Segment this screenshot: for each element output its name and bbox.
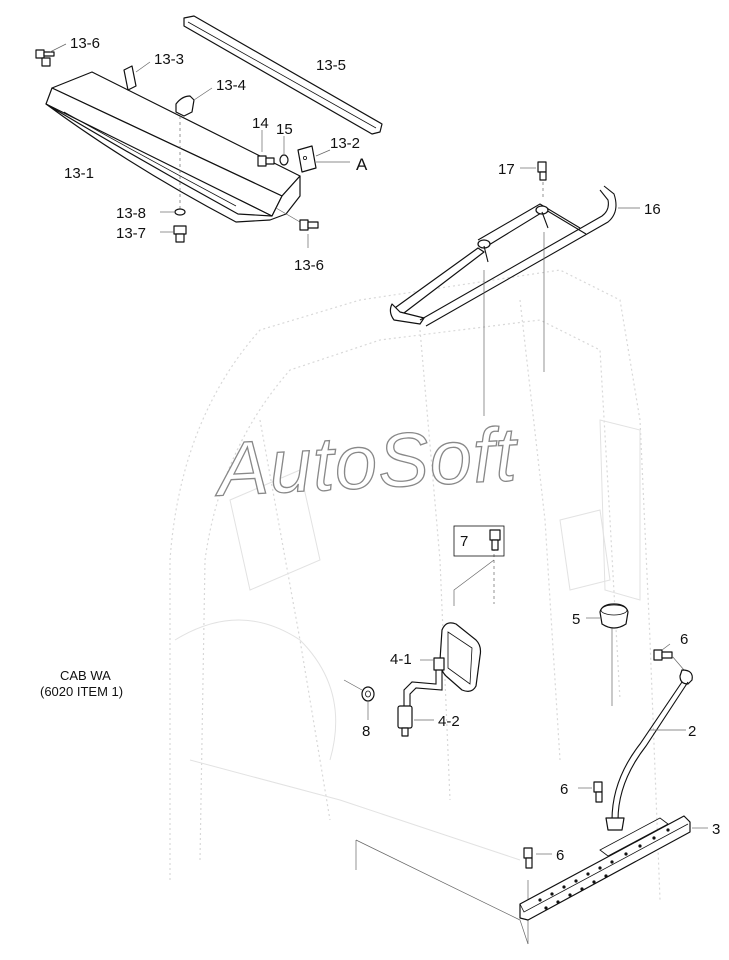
part-13-5-strip (183, 15, 383, 135)
part-4-2-arm (397, 670, 443, 737)
callout-17: 17 (498, 161, 515, 178)
part-13-1-housing (45, 71, 301, 223)
callout-4-1: 4-1 (390, 651, 412, 668)
part-2-stay (605, 669, 693, 831)
callout-labels: 13-6 13-3 13-5 13-4 14 15 13-2 A 13-1 13… (64, 35, 720, 864)
part-6-bolt-bottom (523, 847, 552, 869)
part-8-washer (343, 679, 375, 720)
callout-16: 16 (644, 201, 661, 218)
callout-7: 7 (460, 533, 468, 550)
callout-6-bottom: 6 (556, 847, 564, 864)
callout-13-6-top: 13-6 (70, 35, 100, 52)
part-13-8-washer (160, 208, 186, 216)
part-13-3-bracket (123, 61, 151, 91)
part-13-2-plate (297, 145, 350, 173)
note-line-2: (6020 ITEM 1) (40, 684, 123, 699)
callout-6-middle: 6 (560, 781, 568, 798)
part-6-bolt-upper (653, 643, 685, 671)
callout-6-upper: 6 (680, 631, 688, 648)
callout-4-2: 4-2 (438, 713, 460, 730)
part-16-handrail (389, 185, 640, 327)
cab-ghost-outline (169, 269, 661, 901)
assembly-lines (355, 232, 613, 945)
callout-3: 3 (712, 821, 720, 838)
callout-13-1: 13-1 (64, 165, 94, 182)
part-13-4-clip (175, 87, 213, 210)
callout-a: A (356, 155, 368, 174)
note-line-1: CAB WA (60, 668, 111, 683)
callout-13-2: 13-2 (330, 135, 360, 152)
part-15-washer (279, 136, 289, 166)
part-6-bolt-middle (578, 781, 603, 803)
part-13-7-bolt (160, 225, 187, 243)
callout-5: 5 (572, 611, 580, 628)
callout-13-8: 13-8 (116, 205, 146, 222)
callout-8: 8 (362, 723, 370, 740)
callout-13-7: 13-7 (116, 225, 146, 242)
callout-14: 14 (252, 115, 269, 132)
part-13-6-bolt-bottom (275, 207, 319, 248)
part-4-1-mirror (420, 622, 482, 692)
part-13-6-bolt-top (35, 43, 67, 67)
watermark: AutoSoft (212, 412, 521, 513)
callout-15: 15 (276, 121, 293, 138)
callout-2: 2 (688, 723, 696, 740)
callout-13-4: 13-4 (216, 77, 246, 94)
part-3-step-plate (519, 815, 708, 921)
part-5-cap (586, 603, 629, 629)
part-17-bolt (520, 161, 547, 200)
part-14-bolt (257, 130, 275, 167)
callout-13-3: 13-3 (154, 51, 184, 68)
callout-13-6-bottom: 13-6 (294, 257, 324, 274)
part-7-bolt (453, 525, 505, 557)
callout-13-5: 13-5 (316, 57, 346, 74)
